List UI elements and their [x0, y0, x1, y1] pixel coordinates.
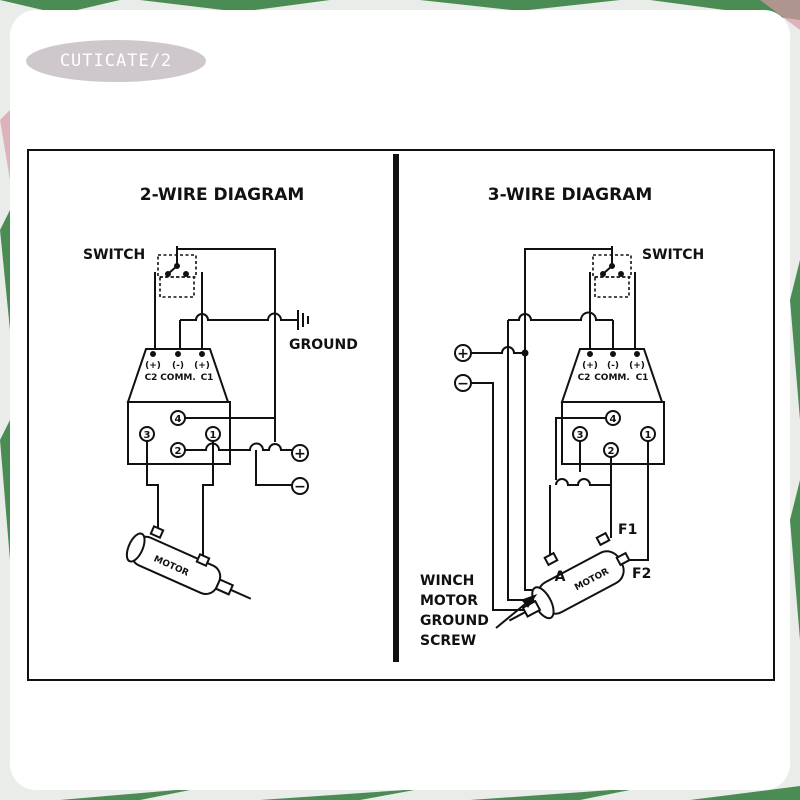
two-wire-diagram: 2-WIRE DIAGRAM SWITCH GROUND [83, 185, 358, 600]
brand-watermark: CUTICATE/2 [26, 40, 206, 82]
three-wire-term-sign-c1: (+) [629, 361, 645, 371]
three-wire-pin-2: 2 [608, 446, 615, 457]
three-wire-pin-1: 1 [645, 430, 652, 441]
three-wire-term-name-c1: C1 [636, 373, 649, 383]
two-wire-term-sign-c2: (+) [145, 361, 161, 371]
ground-screw-arrow-icon [495, 594, 538, 629]
motor-terminal-f1: F1 [618, 522, 637, 538]
two-wire-term-name-c2: C2 [145, 373, 158, 383]
two-wire-term-name-comm: COMM. [160, 373, 196, 383]
svg-text:MOTOR: MOTOR [420, 593, 478, 609]
three-wire-switch-label: SWITCH [642, 247, 704, 263]
two-wire-negative-terminal: − [291, 477, 309, 495]
three-wire-negative-terminal: − [454, 374, 472, 392]
two-wire-title: 2-WIRE DIAGRAM [140, 185, 305, 205]
two-wire-pin-4: 4 [175, 414, 182, 425]
ground-icon [297, 310, 309, 330]
three-wire-switch-icon [592, 246, 632, 298]
svg-text:WINCH: WINCH [420, 573, 474, 589]
three-wire-term-sign-comm: (-) [607, 361, 619, 371]
svg-text:+: + [457, 346, 469, 362]
two-wire-term-sign-c1: (+) [194, 361, 210, 371]
three-wire-pin-3: 3 [577, 430, 584, 441]
svg-text:−: − [457, 376, 469, 392]
two-wire-switch-icon [157, 246, 197, 298]
three-wire-term-sign-c2: (+) [582, 361, 598, 371]
three-wire-term-name-comm: COMM. [594, 373, 630, 383]
wiring-diagram: 2-WIRE DIAGRAM SWITCH GROUND [27, 149, 775, 681]
two-wire-switch-label: SWITCH [83, 247, 145, 263]
two-wire-positive-terminal: + [291, 444, 309, 462]
motor-terminal-f2: F2 [632, 566, 651, 582]
motor-terminal-a: A [555, 569, 566, 585]
two-wire-pin-1: 1 [210, 430, 217, 441]
two-wire-pin-3: 3 [144, 430, 151, 441]
three-wire-title: 3-WIRE DIAGRAM [488, 185, 653, 205]
ground-screw-label: WINCH MOTOR GROUND SCREW [420, 573, 489, 649]
three-wire-motor-icon: MOTOR [508, 550, 625, 622]
three-wire-positive-terminal: + [454, 344, 472, 362]
two-wire-ground-label: GROUND [289, 337, 358, 353]
svg-text:+: + [294, 446, 306, 462]
two-wire-pin-2: 2 [175, 446, 182, 457]
three-wire-pin-4: 4 [610, 414, 617, 425]
svg-text:−: − [294, 479, 306, 495]
diagram-frame [27, 149, 775, 681]
product-card: 2-WIRE DIAGRAM SWITCH GROUND [10, 10, 790, 790]
three-wire-term-name-c2: C2 [578, 373, 591, 383]
three-wire-diagram: 3-WIRE DIAGRAM SWITCH [420, 185, 704, 649]
two-wire-term-sign-comm: (-) [172, 361, 184, 371]
two-wire-term-name-c1: C1 [201, 373, 214, 383]
svg-text:GROUND: GROUND [420, 613, 489, 629]
svg-text:SCREW: SCREW [420, 633, 476, 649]
two-wire-motor-icon: MOTOR [125, 532, 252, 600]
